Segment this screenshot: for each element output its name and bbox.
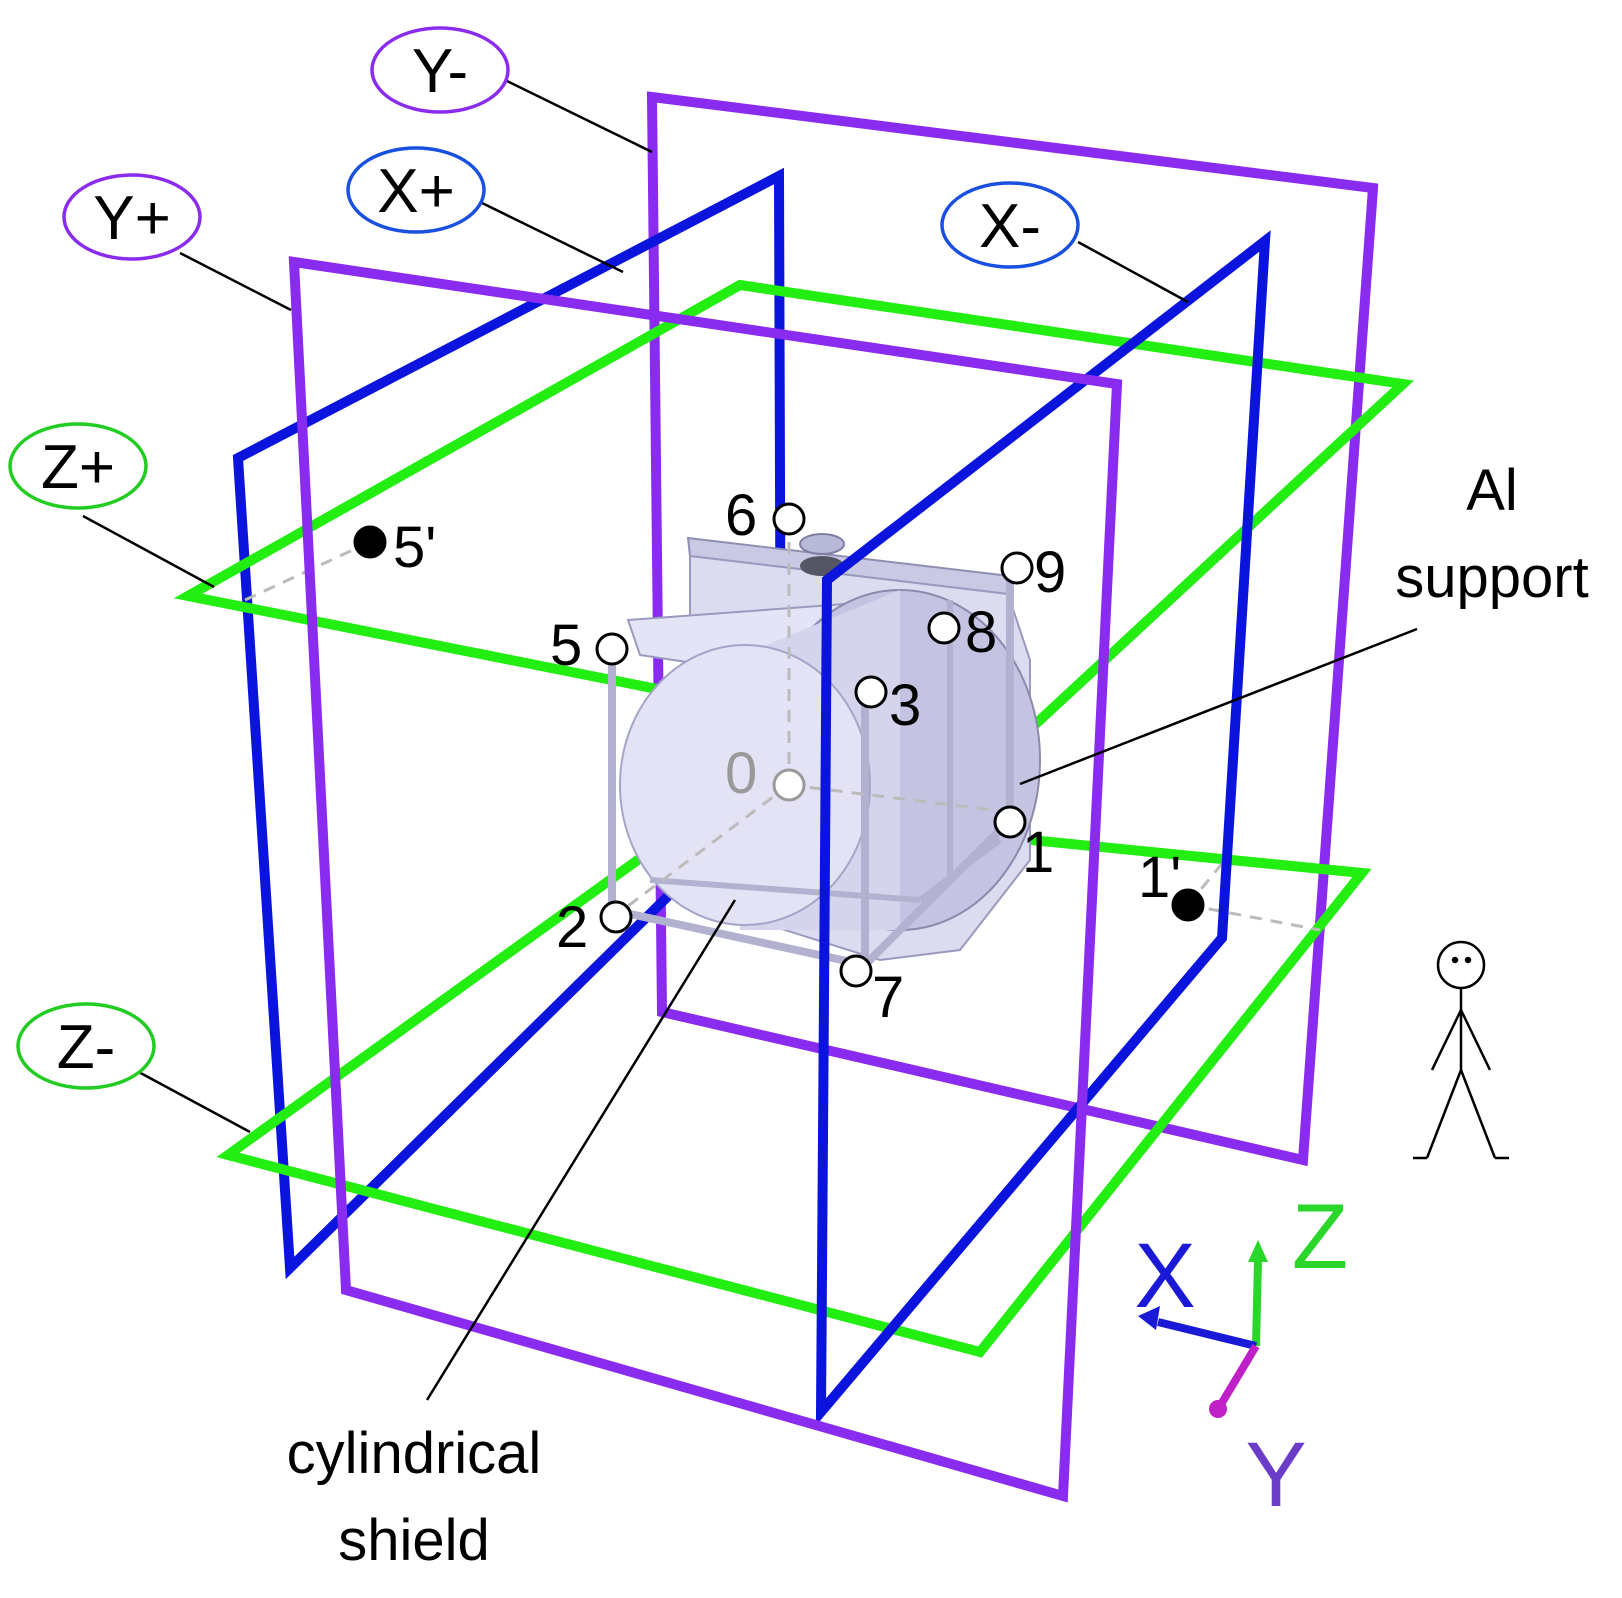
y-axis-arrow xyxy=(1216,1343,1260,1409)
top-port xyxy=(799,533,845,555)
point-label-9: 9 xyxy=(1034,540,1066,605)
label-y-plus-text: Y+ xyxy=(93,184,171,253)
point-label-5-prime: 5' xyxy=(393,515,436,580)
point-marker-3 xyxy=(854,675,888,709)
point-label-0: 0 xyxy=(725,741,757,806)
point-label-2: 2 xyxy=(556,895,588,960)
label-y-minus: Y- xyxy=(370,26,510,114)
al-support-label-line2: support xyxy=(1395,545,1588,610)
point-marker-2 xyxy=(599,900,633,934)
point-marker-8 xyxy=(927,611,961,645)
al-support-rail xyxy=(862,817,1013,968)
point-marker-1 xyxy=(993,805,1027,839)
plane-x-minus xyxy=(815,230,1271,1426)
shield-label-line1: cylindrical xyxy=(287,1421,542,1486)
label-z-plus-text: Z+ xyxy=(41,433,115,502)
label-z-minus: Z- xyxy=(16,1002,156,1090)
measurement-points xyxy=(353,502,1205,988)
stick-figure-icon xyxy=(1413,940,1509,1160)
point-marker-9 xyxy=(1000,551,1034,585)
y-axis-label: Y xyxy=(1245,1424,1306,1526)
label-x-minus: X- xyxy=(940,181,1080,269)
plane-z-minus xyxy=(216,802,1372,1358)
point-label-6: 6 xyxy=(725,483,757,548)
label-x-minus-text: X- xyxy=(979,192,1041,261)
point-label-5: 5 xyxy=(550,613,582,678)
al-support-label-line1: Al xyxy=(1466,458,1518,523)
label-y-plus: Y+ xyxy=(62,173,202,261)
point-marker-7 xyxy=(839,954,873,988)
detector-assembly xyxy=(608,533,1041,969)
x-axis-arrowhead xyxy=(1138,1306,1160,1330)
point-marker-5 xyxy=(595,632,629,666)
point-label-7: 7 xyxy=(872,965,904,1030)
point-labels: 6 9 8 5 3 0 1 2 7 5' 1' xyxy=(393,483,1181,1030)
plane-y-plus xyxy=(288,256,1123,1503)
point-marker-5-prime xyxy=(353,525,387,559)
annotation-al-support: Al support xyxy=(1395,458,1588,610)
point-label-1: 1 xyxy=(1022,820,1054,885)
point-label-1-prime: 1' xyxy=(1138,845,1181,910)
x-axis-arrow xyxy=(1157,1318,1257,1350)
point-label-3: 3 xyxy=(889,673,921,738)
label-z-plus: Z+ xyxy=(8,422,148,510)
point-label-8: 8 xyxy=(965,600,997,665)
callout-lines xyxy=(82,78,1418,1401)
label-z-minus-text: Z- xyxy=(57,1013,116,1082)
annotation-cylindrical-shield: cylindrical shield xyxy=(287,1421,542,1573)
x-axis-label: X xyxy=(1134,1225,1195,1327)
shield-cylinder-face xyxy=(619,644,871,926)
point-marker-0 xyxy=(772,768,806,802)
z-axis-arrow xyxy=(1252,1259,1262,1347)
point-marker-1-prime xyxy=(1171,888,1205,922)
al-support-rail xyxy=(649,877,921,903)
label-y-minus-text: Y- xyxy=(412,37,468,106)
label-x-plus-text: X+ xyxy=(377,157,455,226)
z-axis-arrowhead xyxy=(1248,1240,1268,1262)
label-x-plus: X+ xyxy=(346,146,486,234)
y-axis-arrowhead xyxy=(1209,1400,1227,1418)
coordinate-axes: X Z Y xyxy=(1134,1186,1348,1526)
shield-label-line2: shield xyxy=(338,1508,490,1573)
al-support-rail xyxy=(918,837,1002,903)
z-axis-label: Z xyxy=(1292,1186,1348,1288)
point-marker-6 xyxy=(772,502,806,536)
